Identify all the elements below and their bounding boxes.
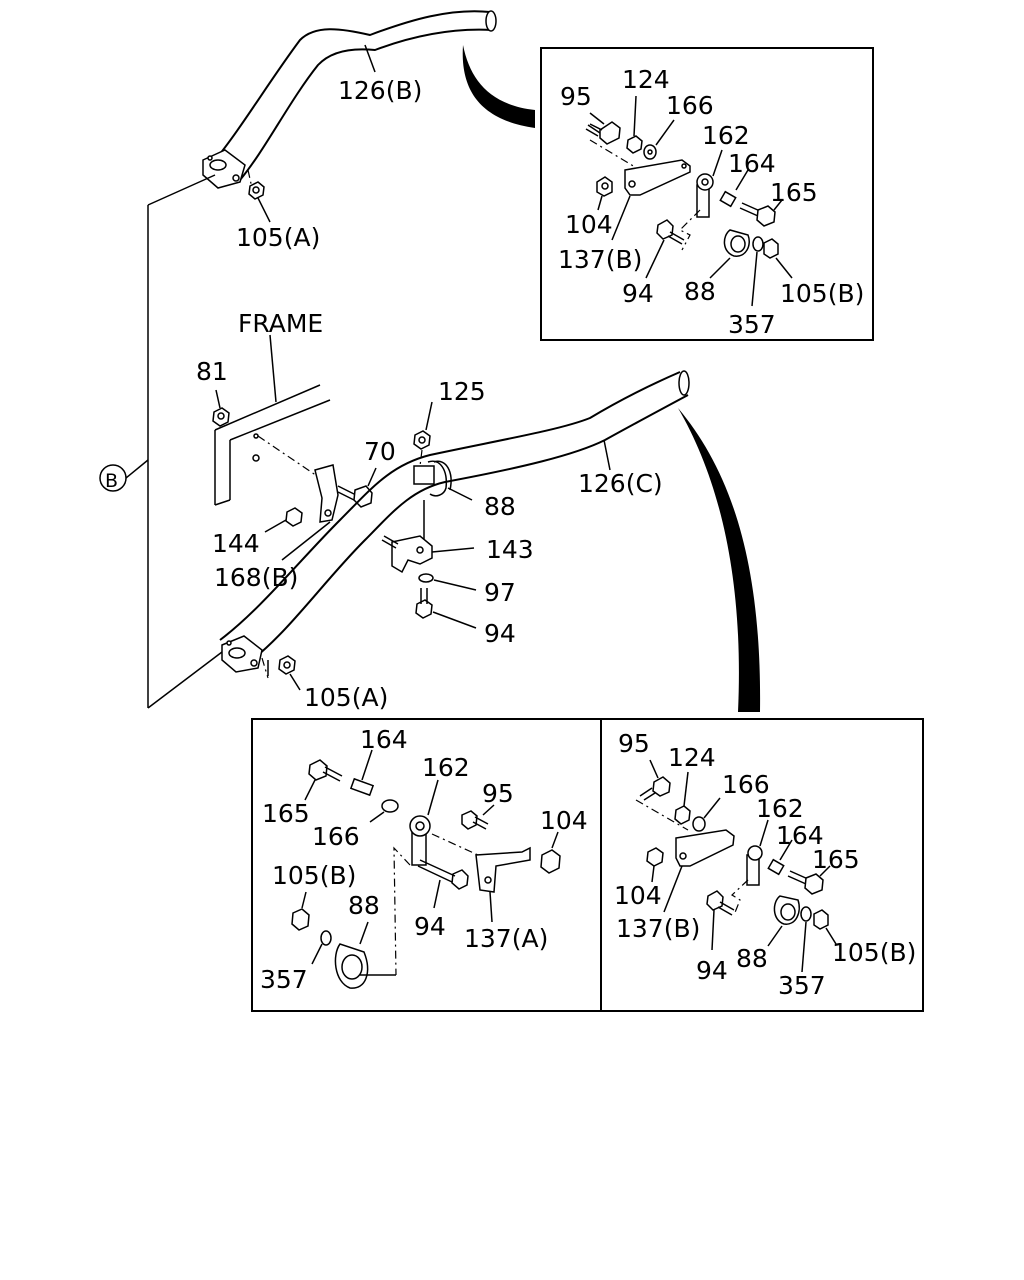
label-125: 125 [438,377,486,406]
label-81: 81 [196,357,228,386]
label-br-95: 95 [618,729,650,758]
label-88-main: 88 [484,492,516,521]
detail-bottom-right-parts [635,759,837,973]
label-br-137b: 137(B) [616,914,700,943]
label-br-104: 104 [614,881,662,910]
reference-b-bracket [99,174,223,709]
label-105a-top: 105(A) [236,223,320,252]
flange [221,635,263,673]
label-br-357: 357 [778,971,826,1000]
label-br-166: 166 [722,770,770,799]
label-bl-104: 104 [540,806,588,835]
detail-pointer-bottom [678,408,761,712]
label-tr-357: 357 [728,310,776,339]
label-tr-95: 95 [560,82,592,111]
label-94-main: 94 [484,619,516,648]
label-bl-105b: 105(B) [272,861,356,890]
label-bl-95: 95 [482,779,514,808]
pipe-126b [202,10,497,223]
detail-bottom-left-parts [291,749,561,989]
label-bl-162: 162 [422,753,470,782]
nut-144 [264,507,303,533]
label-bl-165: 165 [262,799,310,828]
label-br-124: 124 [668,743,716,772]
flange [202,149,246,189]
label-br-164: 164 [776,821,824,850]
clamp-assembly-main [381,401,477,629]
detail-box-top-right [540,47,874,341]
pipe-126c [219,370,690,679]
label-144: 144 [212,529,260,558]
bolt-70 [337,467,377,508]
label-tr-162: 162 [702,121,750,150]
label-br-165: 165 [812,845,860,874]
label-frame: FRAME [238,309,323,338]
label-tr-164: 164 [728,149,776,178]
label-105a-main: 105(A) [304,683,388,712]
label-tr-94: 94 [622,279,654,308]
label-br-94: 94 [696,956,728,985]
label-126c: 126(C) [578,469,663,498]
detail-box-bottom-right [600,718,924,1012]
nut-105a-main [278,655,301,691]
nut-105a-top [248,181,265,200]
label-126b: 126(B) [338,76,422,105]
label-bl-137a: 137(A) [464,924,548,953]
label-tr-137b: 137(B) [558,245,642,274]
nut-81 [212,389,230,427]
label-ref-b: B [105,470,118,492]
label-br-88: 88 [736,944,768,973]
label-143: 143 [486,535,534,564]
label-br-162: 162 [756,794,804,823]
detail-top-right-parts [585,95,793,307]
bracket-168b [281,464,339,561]
label-168b: 168(B) [214,563,298,592]
label-tr-124: 124 [622,65,670,94]
label-bl-164: 164 [360,725,408,754]
label-bl-94: 94 [414,912,446,941]
label-bl-88: 88 [348,891,380,920]
label-97: 97 [484,578,516,607]
detail-pointer-top [462,45,535,128]
label-bl-357: 357 [260,965,308,994]
label-70: 70 [364,437,396,466]
frame-rail [214,334,331,506]
label-tr-105b: 105(B) [780,279,864,308]
label-br-105b: 105(B) [832,938,916,967]
label-bl-166: 166 [312,822,360,851]
label-tr-88: 88 [684,277,716,306]
label-tr-166: 166 [666,91,714,120]
label-tr-165: 165 [770,178,818,207]
label-tr-104: 104 [565,210,613,239]
